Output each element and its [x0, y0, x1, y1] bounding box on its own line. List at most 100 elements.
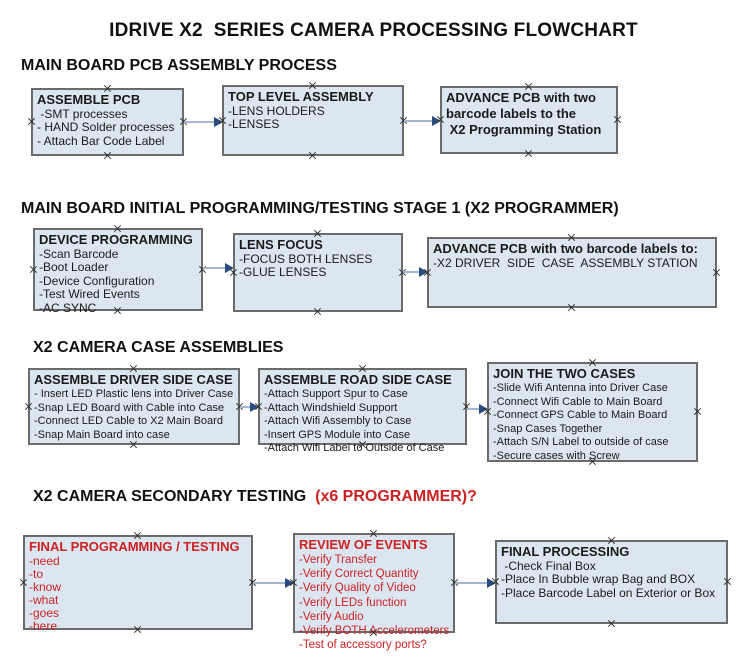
box-item: -LENS HOLDERS — [228, 104, 325, 118]
box-item: -here — [29, 619, 58, 633]
arrow-shaft — [467, 408, 482, 410]
box-item: -LENSES — [228, 117, 280, 132]
box-item: -Verify BOTH Accelerometers — [299, 625, 450, 638]
box-item: -need — [29, 554, 60, 568]
box-item: -Insert GPS Module into Case — [264, 428, 411, 441]
connection-point-icon — [723, 577, 732, 586]
box-title: ADVANCE PCB with two barcode labels to: — [433, 241, 698, 256]
connection-point-icon — [27, 117, 36, 126]
flow-box-final-processing: FINAL PROCESSING -Check Final Box -Place… — [495, 540, 728, 624]
connection-point-icon — [693, 407, 702, 416]
arrow-shaft — [403, 271, 422, 273]
box-item: -know — [29, 580, 62, 594]
connection-point-icon — [313, 307, 322, 316]
arrow-head-icon — [432, 116, 441, 126]
box-title: ASSEMBLE PCB — [37, 92, 141, 107]
connection-point-icon — [19, 578, 28, 587]
section-heading-case-assemblies: X2 CAMERA CASE ASSEMBLIES — [33, 339, 284, 356]
heading-black-part: X2 CAMERA SECONDARY TESTING — [33, 488, 307, 505]
box-title: ASSEMBLE DRIVER SIDE CASE — [34, 372, 233, 387]
flow-box-assemble-pcb: ASSEMBLE PCB -SMT processes - HAND Solde… — [31, 88, 184, 156]
box-item: -to — [29, 567, 44, 581]
flow-box-device-programming: DEVICE PROGRAMMING -Scan Barcode -Boot L… — [33, 228, 203, 315]
arrow-head-icon — [214, 117, 223, 127]
connection-point-icon — [24, 402, 33, 411]
box-item: -Connect Wifi Cable to Main Board — [493, 395, 663, 408]
flow-box-lens-focus: LENS FOCUS -FOCUS BOTH LENSES -GLUE LENS… — [233, 233, 403, 312]
box-item: -SMT processes — [37, 107, 128, 121]
arrow-head-icon — [225, 263, 234, 273]
box-item: -Attach Windshield Support — [264, 401, 398, 414]
box-title: FINAL PROGRAMMING / TESTING — [29, 539, 240, 554]
connection-point-icon — [712, 268, 721, 277]
box-item: -Attach Wifi Assembly to Case — [264, 415, 412, 428]
arrow-head-icon — [250, 402, 259, 412]
section-heading-initial-programming: MAIN BOARD INITIAL PROGRAMMING/TESTING S… — [21, 200, 619, 217]
box-title: ADVANCE PCB with two barcode labels to t… — [446, 90, 602, 137]
box-item: - HAND Solder processes — [37, 120, 175, 135]
box-item: -Verify LEDs function — [299, 596, 407, 609]
box-item: -Connect GPS Cable to Main Board — [493, 409, 668, 422]
connection-point-icon — [103, 151, 112, 160]
box-item: -Verify Quality of Video — [299, 582, 416, 595]
box-item: -Verify Correct Quantity — [299, 568, 419, 581]
connection-point-icon — [613, 115, 622, 124]
box-title: REVIEW OF EVENTS — [299, 537, 428, 552]
box-item: - Attach Bar Code Label — [37, 133, 165, 148]
box-item: -Snap Main Board into case — [34, 428, 170, 441]
box-item: -Check Final Box — [501, 559, 596, 573]
box-item: -X2 DRIVER SIDE CASE ASSEMBLY STATION — [433, 256, 698, 270]
connection-point-icon — [308, 151, 317, 160]
arrow-shaft — [455, 582, 490, 584]
flow-box-top-level-assembly: TOP LEVEL ASSEMBLY -LENS HOLDERS -LENSES — [222, 85, 404, 156]
box-item: - Insert LED Plastic lens into Driver Ca… — [34, 388, 234, 400]
box-item: -GLUE LENSES — [239, 265, 327, 280]
box-title: FINAL PROCESSING — [501, 544, 630, 559]
box-item: -Device Configuration — [39, 273, 155, 288]
box-item: -goes — [29, 606, 60, 620]
flow-box-assemble-driver-side-case: ASSEMBLE DRIVER SIDE CASE - Insert LED P… — [28, 368, 240, 445]
box-title: TOP LEVEL ASSEMBLY — [228, 89, 374, 104]
box-item: -FOCUS BOTH LENSES — [239, 252, 373, 266]
box-item: -Test Wired Events — [39, 287, 140, 302]
arrow-head-icon — [419, 267, 428, 277]
arrow-shaft — [240, 406, 253, 408]
box-item: -Attach Wifi Label to Outside of Case — [264, 442, 445, 455]
box-item: -what — [29, 593, 59, 607]
box-item: -Slide Wifi Antenna into Driver Case — [493, 382, 668, 394]
arrow-shaft — [404, 120, 435, 122]
box-item: -Place In Bubble wrap Bag and BOX — [501, 572, 696, 587]
box-item: -Place Barcode Label on Exterior or Box — [501, 585, 716, 600]
arrow-shaft — [203, 267, 228, 269]
flow-box-advance-to-driver-side-station: ADVANCE PCB with two barcode labels to: … — [427, 237, 717, 308]
box-item: -AC SYNC — [39, 300, 97, 315]
box-item: -Connect LED Cable to X2 Main Board — [34, 415, 223, 428]
box-title: ASSEMBLE ROAD SIDE CASE — [264, 372, 452, 387]
box-item: -Secure cases with Screw — [493, 449, 620, 462]
flow-box-review-of-events: REVIEW OF EVENTS -Verify Transfer -Verif… — [293, 533, 455, 651]
flow-box-final-programming-testing: FINAL PROGRAMMING / TESTING -need -to -k… — [23, 535, 253, 633]
heading-red-part: (x6 PROGRAMMER)? — [306, 488, 477, 505]
arrow-shaft — [184, 121, 217, 123]
box-title: LENS FOCUS — [239, 237, 323, 252]
box-item: -Attach S/N Label to outside of case — [493, 436, 669, 449]
connection-point-icon — [29, 265, 38, 274]
flow-box-join-the-two-cases: JOIN THE TWO CASES -Slide Wifi Antenna i… — [487, 362, 698, 462]
section-heading-pcb-assembly: MAIN BOARD PCB ASSEMBLY PROCESS — [21, 57, 337, 74]
flow-box-assemble-road-side-case: ASSEMBLE ROAD SIDE CASE -Attach Support … — [258, 368, 467, 454]
arrow-head-icon — [285, 578, 294, 588]
box-item: -Scan Barcode — [39, 247, 119, 261]
arrow-head-icon — [479, 404, 488, 414]
box-item: -Test of accessory ports? — [299, 639, 427, 652]
arrow-shaft — [253, 582, 288, 584]
connection-point-icon — [567, 303, 576, 312]
box-item: -Attach Support Spur to Case — [264, 388, 408, 400]
connection-point-icon — [198, 265, 207, 274]
box-title: JOIN THE TWO CASES — [493, 366, 636, 381]
box-item: -Boot Loader — [39, 260, 109, 275]
box-item: -Snap LED Board with Cable into Case — [34, 401, 225, 414]
arrow-head-icon — [487, 578, 496, 588]
page-title: IDRIVE X2 SERIES CAMERA PROCESSING FLOWC… — [109, 20, 638, 41]
box-title: DEVICE PROGRAMMING — [39, 232, 193, 247]
